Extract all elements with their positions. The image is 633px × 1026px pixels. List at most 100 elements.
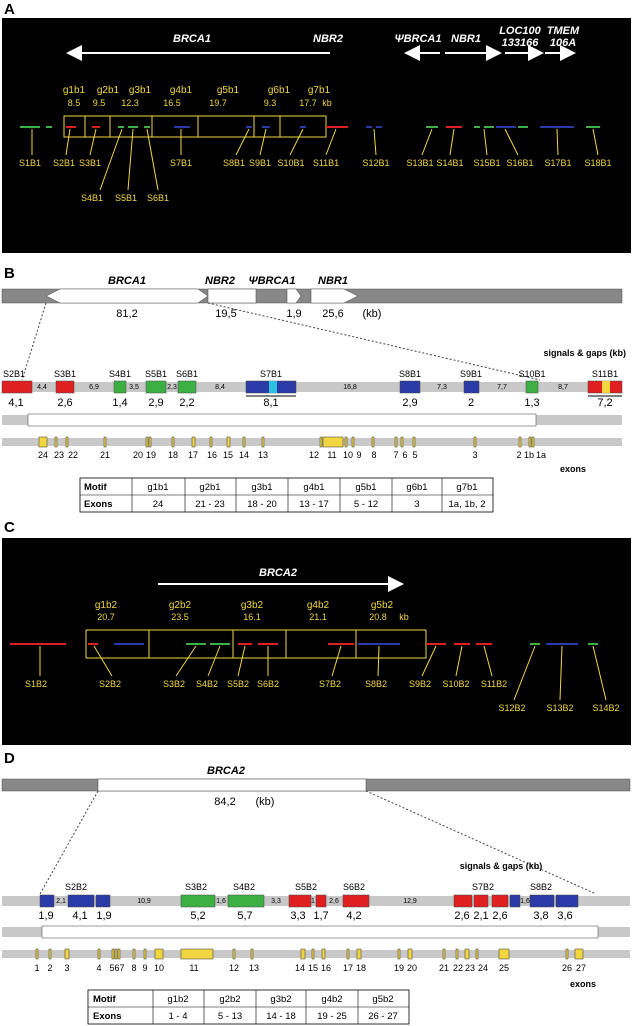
panel-b-gene-span [2,413,622,427]
table-header: g3b1 [251,482,272,493]
table-header: g7b1 [456,482,477,493]
signal-block [491,894,509,908]
exon-label: 23 [465,963,475,973]
nbr1-gene-shape [310,288,359,304]
table-cell: 5 - 13 [218,1011,242,1022]
gene-label: 106A [550,37,576,49]
panel-a-leader-lines [31,128,599,191]
motif-size: 9.5 [93,98,106,108]
exon-label: 12 [229,963,239,973]
table-header: Motif [84,482,108,493]
exon-label: 22 [68,450,78,460]
signal-label: S13B1 [406,158,433,168]
exon-label: 567 [109,963,124,973]
motif-label: g2b2 [169,600,192,611]
signal-label: S4B1 [109,369,131,379]
exon-label: 14 [239,450,249,460]
motif-size: 16.1 [243,612,261,622]
table-cell: 21 - 23 [195,499,225,510]
gap-label: 8,7 [558,384,568,391]
gene-label: BRCA2 [207,765,245,777]
exon-label: 27 [576,963,586,973]
exon-label: 22 [453,963,463,973]
signal-label: S1B2 [25,679,47,689]
brca1-gene-shape [45,288,209,304]
signal-block [227,894,265,908]
exon-label: 11 [189,963,198,973]
exon-mark [97,948,101,960]
exon-label: 16 [321,963,331,973]
signal-block [529,894,555,908]
exon-track-bar [2,438,622,446]
exon-mark [154,948,164,960]
table-header: g2b2 [219,994,240,1005]
signal-label: S6B1 [176,369,198,379]
motif-label: g2b1 [97,85,120,96]
exon-label: 17 [188,450,198,460]
exon-label: 19 [394,963,404,973]
exon-mark [498,948,510,960]
exon-label: 25 [499,963,509,973]
gene-label: NBR2 [205,275,235,287]
table-cell: 26 - 27 [368,1011,398,1022]
exon-label: 12 [309,450,319,460]
gap-label: 3,3 [271,898,281,905]
panel-b-exon-labels: 24 23 22 21 20 19 18 17 16 15 14 13 12 1… [38,450,586,474]
signal-size: 5,7 [237,910,252,922]
table-header: g5b1 [355,482,376,493]
panel-c-motif-labels: g1b2 g2b2 g3b2 g4b2 g5b2 20.7 23.5 16.1 … [95,600,409,622]
signal-label: S8B2 [365,679,387,689]
signal-size: 4,2 [346,910,361,922]
signal-label: S3B2 [185,882,207,892]
signal-size: 2,6 [57,397,72,409]
signal-size: 4,1 [8,397,23,409]
exon-label: 24 [478,963,488,973]
exon-mark [473,436,477,448]
signal-size: 1,4 [112,397,127,409]
motif-size: 17.7 [299,98,317,108]
exon-mark [356,948,362,960]
signal-label: S11B1 [592,369,618,379]
exon-mark [400,436,404,448]
table-cell: 1 - 4 [168,1011,187,1022]
exon-mark [464,948,470,960]
motif-label: g1b2 [95,600,118,611]
motif-size: 21.1 [309,612,327,622]
exon-label: 24 [38,450,48,460]
table-cell: Exons [84,499,113,510]
gap-label: 8,4 [215,384,225,391]
signal-label: S5B2 [295,882,317,892]
exon-label: 11 [327,450,336,460]
motif-label: g1b1 [63,85,86,96]
table-cell: 13 - 17 [299,499,329,510]
exon-mark [412,436,416,448]
signals-gaps-label: signals & gaps (kb) [460,861,543,871]
signal-label: S12B1 [362,158,389,168]
exon-mark [232,948,236,960]
motif-size: 12.3 [121,98,139,108]
signal-block [463,380,480,394]
gap-label: 1 [311,898,315,905]
signal-size: 1,9 [38,910,53,922]
gene-span-box [41,925,599,939]
signal-block-highlight [269,381,277,393]
signal-block [95,894,111,908]
exon-mark [38,436,48,448]
exon-mark [250,948,254,960]
gap-label: 3,5 [129,384,139,391]
gap-label: 1,6 [520,898,530,905]
signal-size: 4,1 [72,910,87,922]
exon-mark [321,948,326,960]
signal-label: S5B2 [227,679,249,689]
exon-mark [148,436,152,448]
panel-a-motif-labels: g1b1 g2b1 g3b1 g4b1 g5b1 g6b1 g7b1 8.5 9… [63,85,332,108]
table-header: g3b2 [270,994,291,1005]
signal-block [55,380,75,394]
signal-label: S2B2 [99,679,121,689]
signal-block [113,380,127,394]
table-cell: Exons [93,1011,122,1022]
signal-size: 3,6 [557,910,572,922]
signal-block [473,894,489,908]
signal-label: S10B1 [277,158,304,168]
exon-mark [226,436,231,448]
